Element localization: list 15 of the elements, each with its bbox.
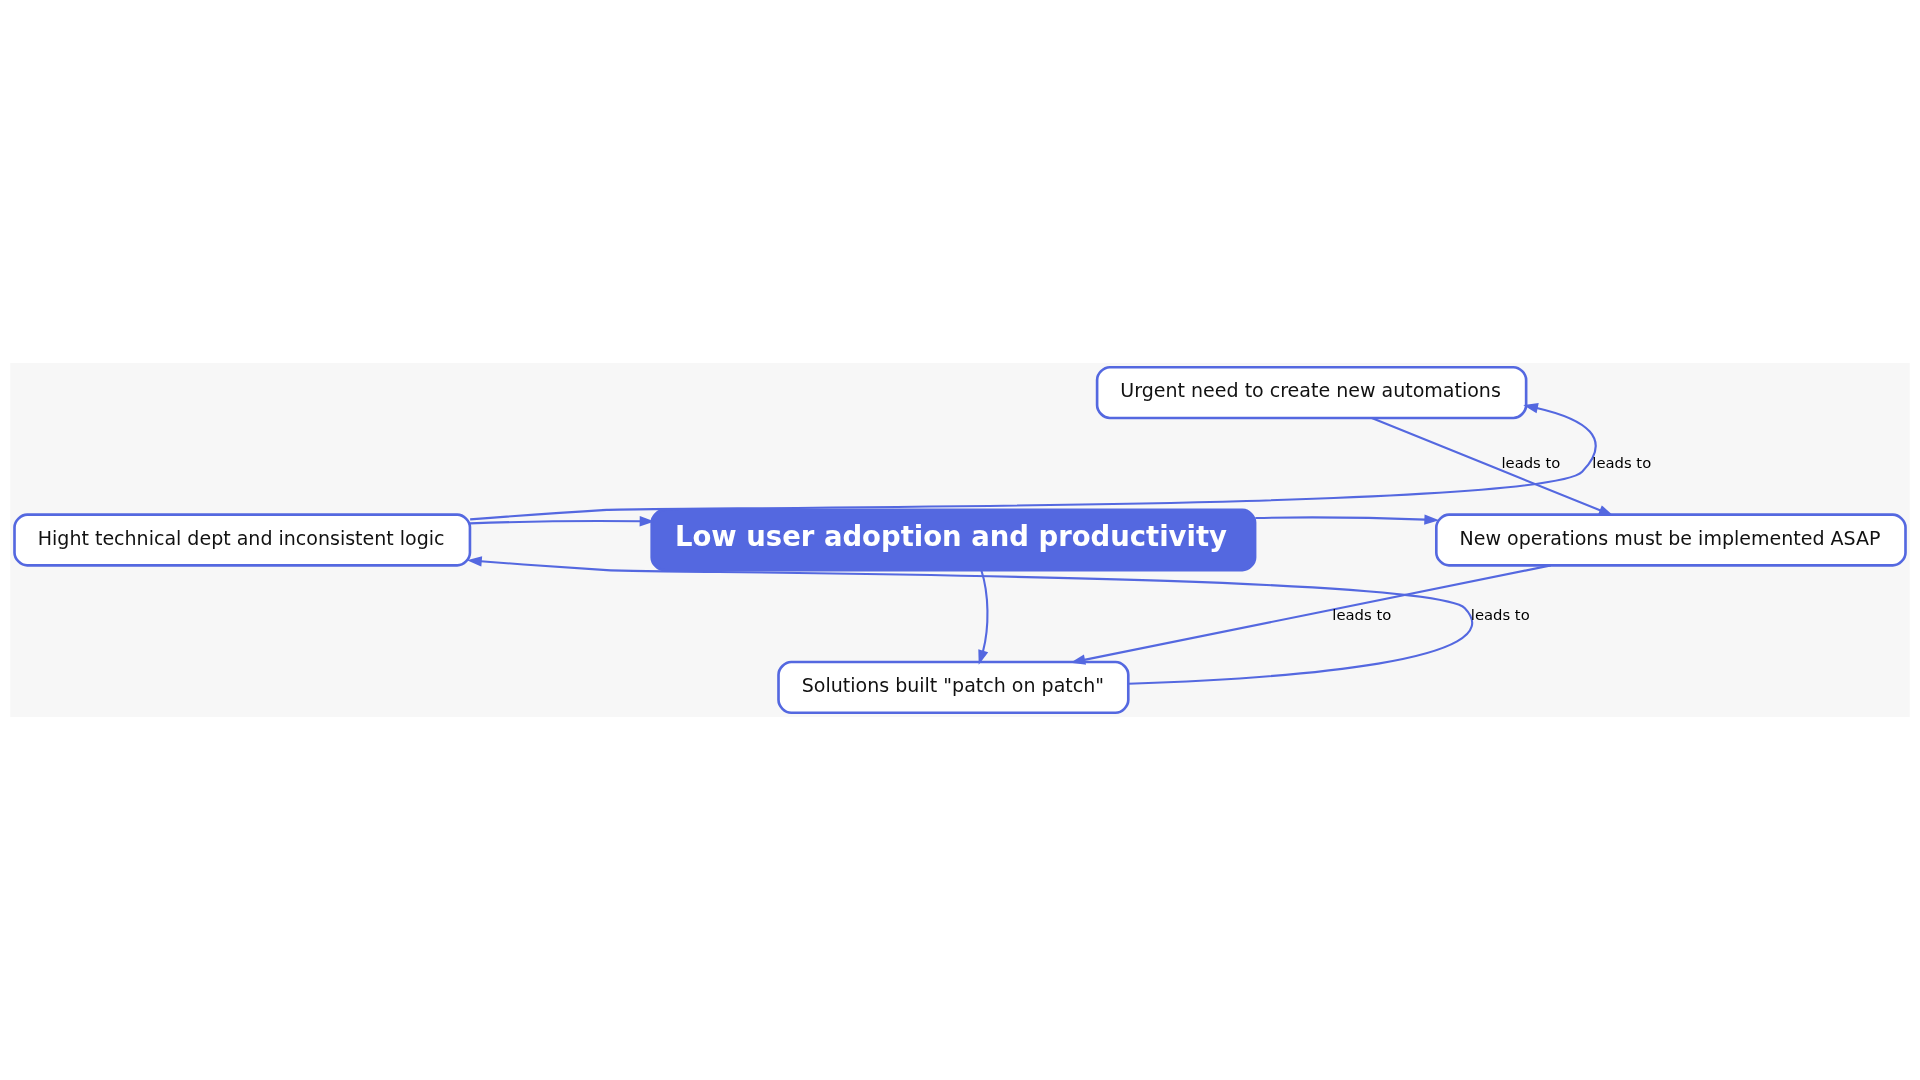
edge-label: leads to	[1592, 453, 1652, 471]
arrow	[1070, 564, 1552, 665]
edge-label: leads to	[1501, 453, 1561, 471]
node-box: Hight technical dept and inconsistent logic	[13, 513, 472, 567]
node-box: Low user adoption and productivity	[650, 508, 1257, 572]
arrow	[1371, 417, 1614, 516]
edge-label: leads to	[1470, 605, 1530, 623]
arrow	[470, 403, 1597, 521]
arrow	[978, 570, 989, 665]
node-box: Urgent need to create new automations	[1095, 365, 1528, 420]
arrow	[1255, 514, 1440, 525]
node-box: Solutions built "patch on patch"	[777, 660, 1130, 715]
node-box: New operations must be implemented ASAP	[1435, 513, 1907, 567]
edge-label: leads to	[1332, 605, 1392, 623]
arrow	[466, 556, 1473, 685]
